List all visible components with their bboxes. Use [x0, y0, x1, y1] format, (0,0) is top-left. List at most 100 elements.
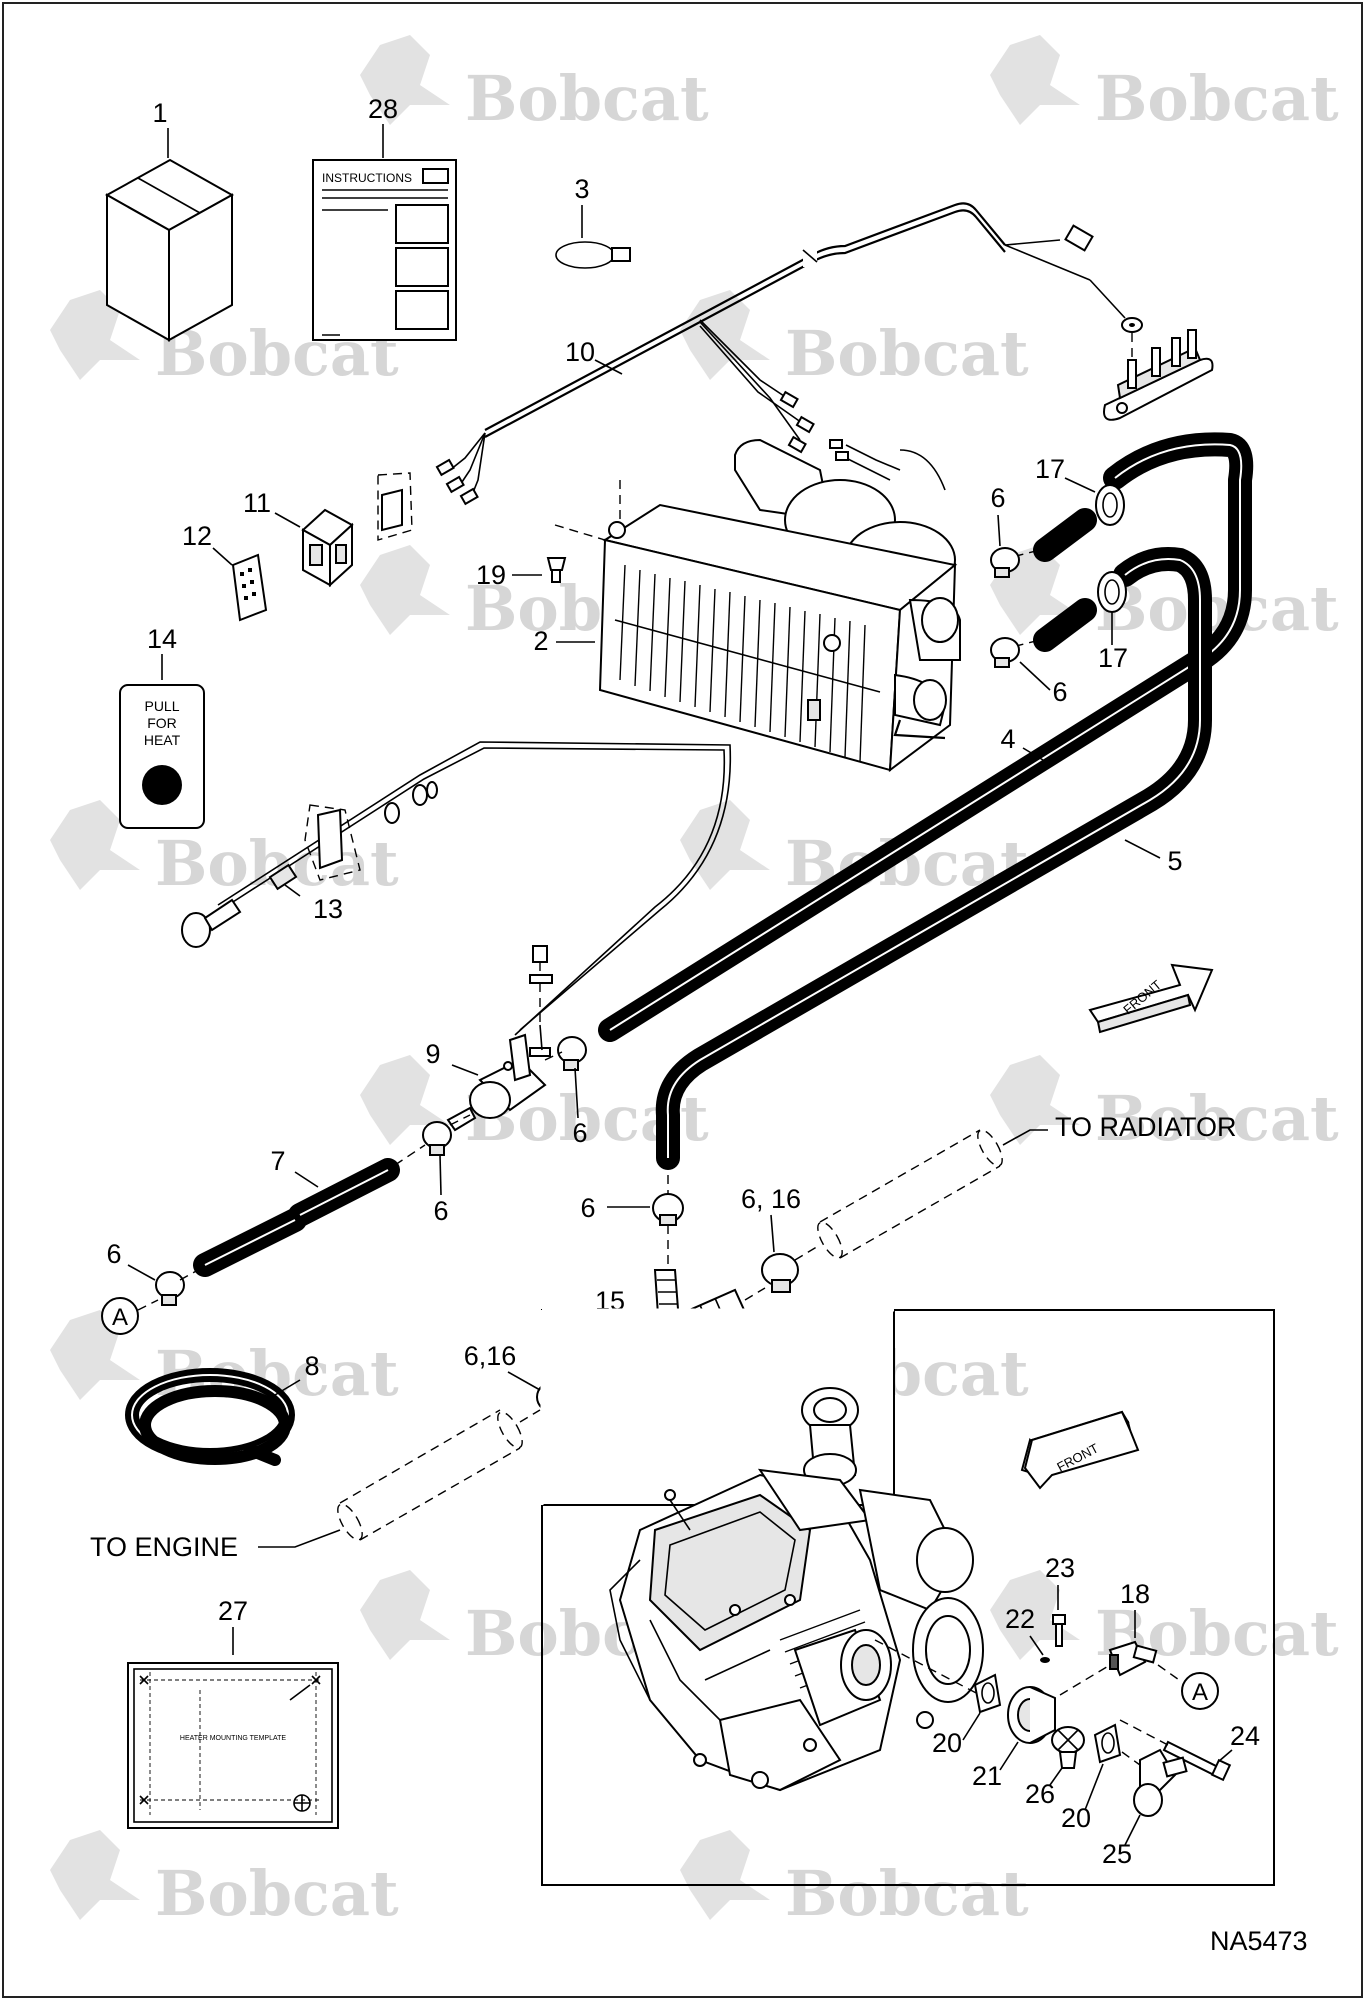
- callout-2: 2: [533, 626, 548, 656]
- part-20-gasket-right: [1093, 1723, 1122, 1764]
- bobcat-logo-icon: [360, 545, 450, 635]
- part-6-clamp-a: [990, 547, 1020, 578]
- engine-inset-frame: [541, 1309, 1275, 1886]
- callout-20-left: 20: [932, 1728, 962, 1758]
- callout-1: 1: [152, 98, 167, 128]
- callout-4: 4: [1000, 724, 1015, 754]
- watermark-2: Bobcat: [990, 35, 1339, 135]
- bobcat-logo-icon: [360, 35, 450, 125]
- callout-27: 27: [218, 1596, 248, 1626]
- drawing-number: NA5473: [1210, 1926, 1308, 1956]
- callout-17-upper: 17: [1035, 454, 1065, 484]
- callout-24: 24: [1230, 1721, 1260, 1751]
- callout-25: 25: [1102, 1839, 1132, 1869]
- watermark-text: Bobcat: [785, 317, 1029, 390]
- watermark-text: Bobcat: [1095, 1082, 1339, 1155]
- callout-19: 19: [476, 560, 506, 590]
- bobcat-logo-icon: [990, 35, 1080, 125]
- part-12-switch-decal: [231, 553, 268, 622]
- engine-assembly: [609, 1387, 984, 1792]
- callout-5: 5: [1167, 846, 1182, 876]
- part-24-bolt-long: [1162, 1740, 1232, 1782]
- watermark-16: Bobcat: [680, 1830, 1029, 1930]
- part-17-grommet-lower: [1097, 571, 1127, 613]
- part-2-heater: [554, 438, 961, 773]
- bobcat-logo-icon: [50, 290, 140, 380]
- watermark-4: Bobcat: [680, 290, 1029, 390]
- part-3-cable-tie: [555, 241, 631, 269]
- callout-7: 7: [270, 1146, 285, 1176]
- callout-8: 8: [304, 1351, 319, 1381]
- part-7-hose: [193, 1158, 400, 1277]
- bobcat-logo-icon: [680, 800, 770, 890]
- to-engine-label: TO ENGINE: [90, 1532, 238, 1562]
- callout-6-16-radiator: 6, 16: [741, 1184, 801, 1214]
- callout-6-16-engine: 6,16: [464, 1341, 517, 1371]
- bobcat-logo-icon: [360, 1055, 450, 1145]
- part-6-clamp-d: [422, 1121, 452, 1156]
- callout-28: 28: [368, 94, 398, 124]
- template-title: HEATER MOUNTING TEMPLATE: [180, 1735, 287, 1742]
- radiator-hose-phantom: [794, 1129, 1003, 1261]
- callout-18: 18: [1120, 1579, 1150, 1609]
- watermark-7: Bobcat: [50, 800, 399, 900]
- part-6-clamp-e: [155, 1271, 185, 1306]
- watermark-text: Bobcat: [465, 62, 709, 135]
- decal-line-heat: HEAT: [144, 732, 181, 748]
- callout-6-heater-upper: 6: [990, 483, 1005, 513]
- watermark-layer: Bobcat Bobcat Bobcat Bobcat Bobcat Bobca…: [50, 35, 1339, 1930]
- connection-a-label: A: [112, 1304, 128, 1331]
- part-9-water-valve: [446, 945, 553, 1132]
- part-18-fitting: [1108, 1640, 1158, 1677]
- bobcat-logo-icon: [50, 1830, 140, 1920]
- part-8-hose-coil: [125, 1368, 295, 1466]
- callout-10: 10: [565, 337, 595, 367]
- watermark-text: Bobcat: [785, 1857, 1029, 1930]
- callout-21: 21: [972, 1761, 1002, 1791]
- part-17-grommet-upper: [1095, 484, 1125, 526]
- part-25-elbow: [1133, 1748, 1188, 1817]
- watermark-15: Bobcat: [50, 1830, 399, 1930]
- callout-3: 3: [574, 174, 589, 204]
- decal-line-for: FOR: [147, 715, 177, 731]
- part-20-gasket-left: [973, 1673, 1002, 1714]
- knob-icon: [142, 765, 182, 805]
- watermark-3: Bobcat: [50, 290, 399, 390]
- part-1-box: [104, 158, 235, 342]
- part-6-clamp-f: [652, 1193, 684, 1226]
- callout-11: 11: [243, 488, 271, 518]
- part-14-pull-for-heat-decal: PULL FOR HEAT: [119, 684, 205, 829]
- part-6-clamp-b: [990, 637, 1020, 668]
- watermark-text: Bobcat: [1095, 62, 1339, 135]
- callout-6-hose-7-right: 6: [433, 1196, 448, 1226]
- callout-22: 22: [1005, 1604, 1035, 1634]
- bobcat-logo-icon: [680, 290, 770, 380]
- part-19-rivet: [546, 557, 567, 583]
- callout-6-heater-lower: 6: [1052, 677, 1067, 707]
- part-26-thermostat: [1051, 1726, 1085, 1769]
- part-28-instructions: INSTRUCTIONS: [312, 159, 457, 341]
- part-6-16-clamp-radiator: [761, 1253, 799, 1293]
- bobcat-logo-icon: [360, 1570, 450, 1660]
- part-4-heater-hose: [598, 432, 1254, 1042]
- part-27-mounting-template: HEATER MOUNTING TEMPLATE: [127, 1662, 339, 1829]
- watermark-10: Bobcat: [990, 1055, 1339, 1155]
- part-10-wire-harness: [435, 202, 1214, 506]
- part-5-heater-hose: [655, 547, 1212, 1170]
- part-22-washer: [1040, 1657, 1050, 1663]
- callout-12: 12: [182, 521, 212, 551]
- callout-6-valve-right: 6: [572, 1118, 587, 1148]
- callout-9: 9: [425, 1039, 440, 1069]
- callout-14: 14: [147, 624, 177, 654]
- connection-point-a-inset: A: [1181, 1672, 1219, 1710]
- callout-6-hose-7-left: 6: [106, 1239, 121, 1269]
- bobcat-logo-icon: [50, 800, 140, 890]
- callout-17-lower: 17: [1098, 643, 1128, 673]
- front-arrow-upper: FRONT: [1088, 963, 1214, 1034]
- engine-hose-phantom: [337, 1409, 541, 1541]
- part-23-bolt: [1052, 1614, 1066, 1647]
- watermark-text: Bobcat: [155, 1857, 399, 1930]
